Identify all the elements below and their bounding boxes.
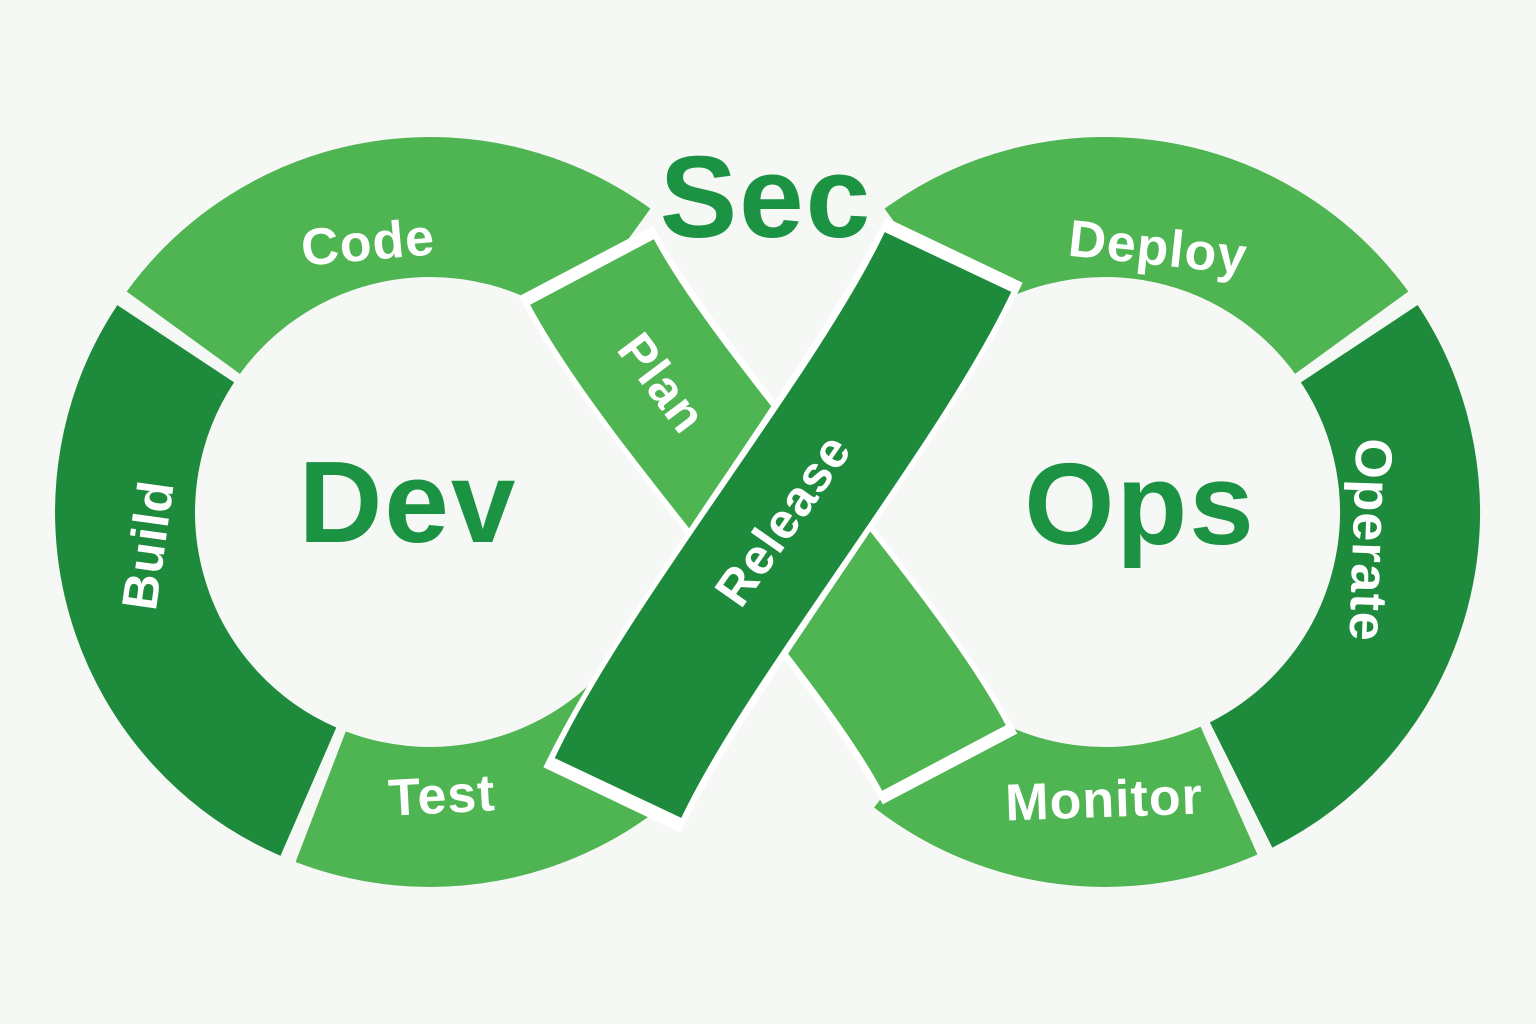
sec-center-label: Sec: [660, 132, 872, 262]
ops-center-label: Ops: [1024, 439, 1256, 569]
operate-label: Operate: [1337, 437, 1402, 642]
code-label: Code: [299, 208, 438, 277]
dev-center-label: Dev: [299, 437, 518, 567]
operate-arc-segment: [1208, 305, 1480, 848]
test-label: Test: [387, 764, 497, 828]
code-arc-segment: [126, 137, 651, 375]
monitor-arc-segment: [874, 696, 1258, 887]
monitor-label: Monitor: [1004, 768, 1204, 833]
build-arc-segment: [55, 305, 338, 856]
deploy-arc-segment: [884, 137, 1409, 375]
release-band-segment: [554, 231, 1012, 819]
